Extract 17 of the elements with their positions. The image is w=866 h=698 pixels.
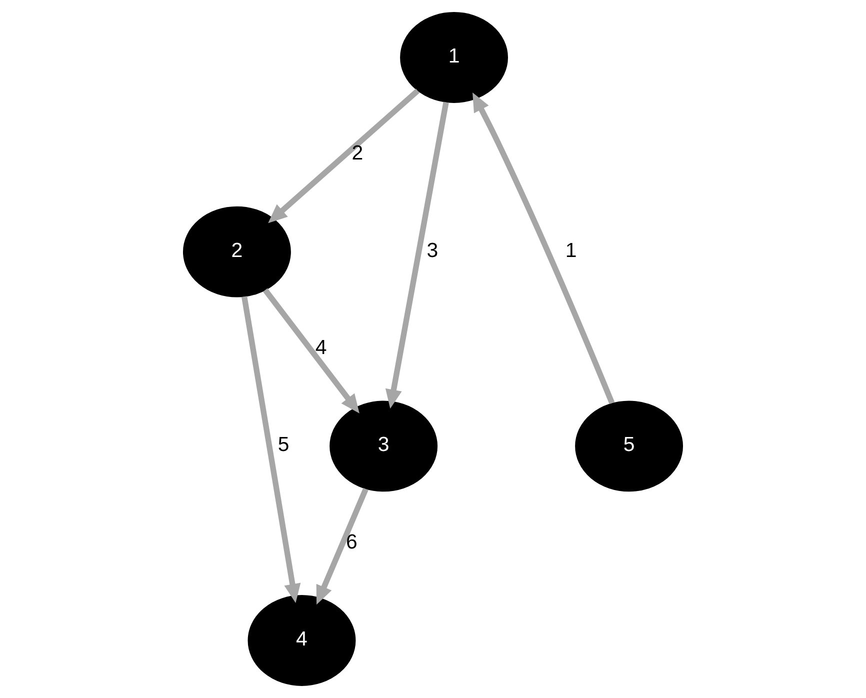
edge-label: 4: [315, 336, 327, 359]
edge-label: 5: [278, 433, 290, 456]
arrow: [385, 102, 449, 409]
arrow: [472, 92, 615, 404]
node-ellipse: 2: [182, 206, 291, 298]
node-ellipse: 5: [575, 400, 684, 492]
arrow: [268, 88, 420, 224]
arrow: [262, 288, 360, 414]
arrow: [316, 488, 368, 605]
edge-label: 3: [426, 238, 438, 262]
edge-label: 2: [352, 142, 364, 165]
node-ellipse: 3: [330, 400, 438, 492]
edge-label: 6: [346, 530, 358, 554]
node-ellipse: 4: [248, 595, 356, 686]
arrow: [241, 296, 301, 603]
edge-label: 1: [565, 238, 577, 262]
node-ellipse: 1: [400, 12, 508, 103]
